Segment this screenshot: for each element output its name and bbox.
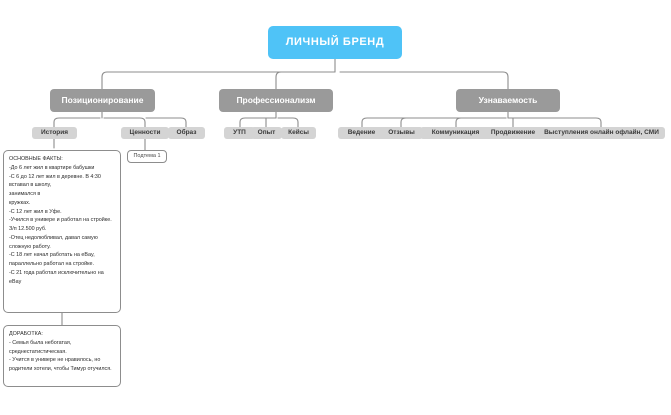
note-block-rework[interactable]: ДОРАБОТКА: - Семья была небогатая, средн… [3, 325, 121, 387]
leaf-node-opyt[interactable]: Опыт [251, 127, 282, 139]
leaf-node-kommunikatsiya[interactable]: Коммуникация [420, 127, 491, 139]
root-node-label: ЛИЧНЫЙ БРЕНД [285, 36, 385, 49]
root-node-personal-brand[interactable]: ЛИЧНЫЙ БРЕНД [268, 26, 402, 59]
branch-node-recognition[interactable]: Узнаваемость [456, 89, 560, 112]
branch-node-label: Позиционирование [61, 94, 144, 105]
subtopic-node[interactable]: Подтема 1 [127, 150, 167, 163]
leaf-node-label: История [40, 129, 69, 137]
branch-node-professionalism[interactable]: Профессионализм [219, 89, 333, 112]
leaf-node-label: УТП [233, 129, 246, 137]
leaf-node-vedenie[interactable]: Ведение [338, 127, 385, 139]
leaf-node-keysy[interactable]: Кейсы [281, 127, 316, 139]
leaf-node-prodvizhenie[interactable]: Продвижение [480, 127, 546, 139]
subtopic-node-label: Подтема 1 [133, 153, 161, 160]
leaf-node-obraz[interactable]: Образ [168, 127, 205, 139]
branch-node-label: Узнаваемость [478, 94, 538, 105]
leaf-node-vystupleniya[interactable]: Выступления онлайн офлайн, СМИ [538, 127, 665, 139]
leaf-node-label: Выступления онлайн офлайн, СМИ [544, 129, 659, 137]
leaf-node-label: Ценности [129, 129, 161, 137]
leaf-node-label: Опыт [257, 129, 276, 137]
leaf-node-label: Образ [176, 129, 197, 137]
leaf-node-label: Кейсы [288, 129, 309, 137]
leaf-node-istoriya[interactable]: История [32, 127, 77, 139]
leaf-node-label: Коммуникация [431, 129, 480, 137]
leaf-node-label: Отзывы [388, 129, 415, 137]
leaf-node-label: Ведение [347, 129, 376, 137]
leaf-node-label: Продвижение [490, 129, 536, 137]
branch-node-label: Профессионализм [236, 94, 316, 105]
leaf-node-otzyvy[interactable]: Отзывы [380, 127, 423, 139]
leaf-node-tsennosti[interactable]: Ценности [121, 127, 169, 139]
leaf-node-utp[interactable]: УТП [224, 127, 255, 139]
branch-node-positioning[interactable]: Позиционирование [50, 89, 155, 112]
note-block-main-facts[interactable]: ОСНОВНЫЕ ФАКТЫ: -До 6 лет жил в квартире… [3, 150, 121, 313]
